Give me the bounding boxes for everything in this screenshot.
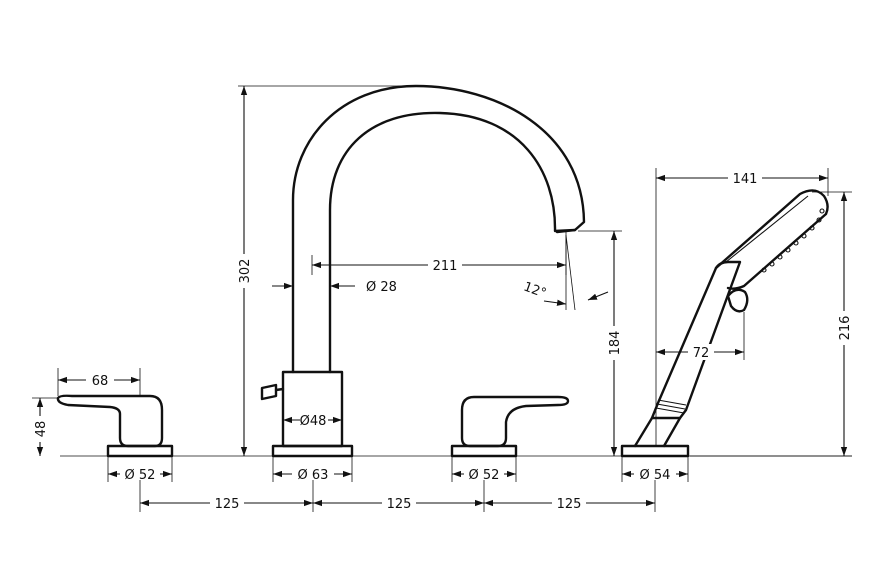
label-spacing-2: 125 (387, 497, 412, 512)
dim-spout-angle: 12° (521, 234, 609, 311)
spout (260, 84, 586, 458)
left-lever-valve (56, 394, 174, 458)
dim-left-lever-width: 68 (57, 368, 141, 396)
right-lever-valve (450, 395, 570, 458)
label-center-base-dia: Ø 63 (298, 468, 329, 483)
dim-spout-height: 302 (236, 85, 416, 456)
label-spout-angle: 12° (521, 280, 548, 302)
hand-shower (620, 189, 829, 458)
label-spout-dia: Ø 28 (366, 280, 397, 295)
label-spacing-3: 125 (557, 497, 582, 512)
label-spacing-1: 125 (215, 497, 240, 512)
dim-left-base-dia: Ø 52 (107, 456, 173, 483)
label-left-base-dia: Ø 52 (125, 468, 156, 483)
label-shower-base-dia: Ø 54 (640, 468, 671, 483)
dim-shower-height: 216 (690, 191, 853, 457)
label-right-base-dia: Ø 52 (469, 468, 500, 483)
label-shower-height: 216 (838, 316, 853, 341)
label-body-dia: Ø48 (300, 414, 327, 429)
dim-body-dia: Ø48 (283, 414, 342, 429)
label-shower-handle: 72 (693, 346, 710, 361)
dim-spout-dia: Ø 28 (272, 280, 397, 295)
nozzles (761, 208, 825, 273)
dim-shower-width: 141 (655, 168, 829, 446)
label-shower-width: 141 (733, 172, 758, 187)
dim-left-lever-height: 48 (32, 397, 58, 456)
label-spout-height: 302 (238, 259, 253, 284)
label-spout-reach: 211 (433, 259, 458, 274)
dim-right-base-dia: Ø 52 (451, 456, 517, 483)
dim-center-base-dia: Ø 63 (272, 456, 353, 483)
label-left-lever-width: 68 (92, 374, 109, 389)
dim-shower-base-dia: Ø 54 (621, 456, 689, 483)
dim-spacing: 125 125 125 (139, 480, 656, 512)
dim-shower-handle: 72 (656, 312, 745, 361)
label-left-lever-height: 48 (34, 421, 49, 438)
dim-spout-outlet-height: 184 (578, 230, 623, 456)
dim-spout-reach: 211 (311, 232, 567, 275)
label-spout-outlet-height: 184 (608, 331, 623, 356)
